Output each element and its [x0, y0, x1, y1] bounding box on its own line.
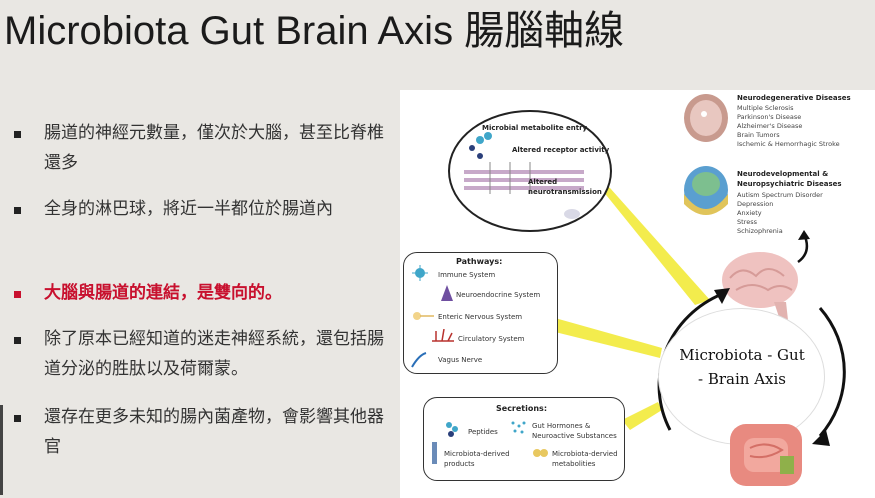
products-icon [432, 442, 437, 464]
bullet-text: 全身的淋巴球，將近一半都位於腸道內 [44, 199, 333, 219]
neurodevelopmental-item: Stress [737, 218, 757, 226]
bullet-item-4: 除了原本已經知道的迷走神經系統，還包括腸道分泌的胜肽以及荷爾蒙。 [14, 324, 384, 384]
products-label-2: products [444, 460, 475, 468]
pathway-item: Enteric Nervous System [438, 313, 523, 321]
hormones-label-2: Neuroactive Substances [532, 432, 617, 440]
neuron-icon [413, 312, 434, 320]
bullet-text: 腸道的神經元數量，僅次於大腦，甚至比脊椎還多 [44, 123, 384, 173]
gut-brain-diagram: Microbial metabolite entry Altered recep… [400, 90, 875, 498]
brain-mri-icon [684, 94, 728, 142]
bullet-item-5: 還存在更多未知的腸內菌產物，會影響其他器官 [14, 402, 384, 462]
neurodegenerative-item: Ischemic & Hemorrhagic Stroke [737, 140, 840, 148]
neurodegenerative-item: Brain Tumors [737, 131, 780, 139]
metabolites-label-2: metabolities [552, 460, 596, 468]
axis-center-line-1: Microbiota - Gut [679, 346, 805, 364]
peptides-label: Peptides [468, 428, 498, 436]
receptor-activity-label: Altered receptor activity [512, 146, 610, 154]
peptide-icon [446, 422, 458, 437]
bullet-item-1: 腸道的神經元數量，僅次於大腦，甚至比脊椎還多 [14, 118, 384, 178]
bullet-square-icon [14, 291, 21, 298]
neurodegenerative-title: Neurodegenerative Diseases [737, 94, 851, 102]
bullet-square-icon [14, 337, 21, 344]
gland-icon [441, 285, 453, 301]
bullet-square-icon [14, 131, 21, 138]
pathway-item: Vagus Nerve [438, 356, 483, 364]
metabolites-label-1: Microbiota-dervied [552, 450, 618, 458]
hormone-dots-icon [511, 421, 526, 434]
pathways-title: Pathways: [456, 257, 503, 266]
axis-center-line-2: - Brain Axis [698, 370, 786, 388]
neurodegenerative-item: Alzheimer's Disease [737, 122, 803, 130]
slide-title: Microbiota Gut Brain Axis 腸腦軸線 [4, 9, 625, 53]
pathways-panel: Pathways: Immune System Neuroendocrine S… [403, 252, 558, 374]
immune-cell-icon [412, 265, 428, 281]
neurodevelopmental-item: Autism Spectrum Disorder [737, 191, 823, 199]
brain-map-icon [684, 166, 728, 215]
bullet-text: 除了原本已經知道的迷走神經系統，還包括腸道分泌的胜肽以及荷爾蒙。 [44, 329, 384, 379]
bullet-text: 大腦與腸道的連結，是雙向的。 [44, 283, 282, 303]
blood-vessel-icon [432, 329, 454, 342]
pathway-item: Immune System [438, 271, 496, 279]
hormones-label-1: Gut Hormones & [532, 422, 591, 430]
neurodegenerative-item: Parkinson's Disease [737, 113, 802, 121]
neurodevelopmental-title-2: Neuropsychiatric Diseases [737, 180, 842, 188]
intestine-icon [730, 424, 802, 486]
metabolite-icon [533, 449, 548, 457]
bullet-square-icon [14, 415, 21, 422]
metabolite-entry-label: Microbial metabolite entry [482, 124, 588, 132]
altered-label: Altered [528, 178, 558, 186]
pathway-item: Neuroendocrine System [456, 291, 541, 299]
neurodevelopmental-title-1: Neurodevelopmental & [737, 170, 829, 178]
bullet-text: 還存在更多未知的腸內菌產物，會影響其他器官 [44, 407, 384, 457]
axis-center-circle [658, 308, 825, 445]
neurotransmission-label: neurotransmission [528, 188, 602, 196]
metabolite-bubble: Microbial metabolite entry Altered recep… [448, 110, 612, 232]
secretions-title: Secretions: [496, 404, 548, 413]
left-accent-bar [0, 405, 3, 495]
neurodevelopmental-item: Anxiety [737, 209, 762, 217]
receptor-illustration [464, 132, 584, 219]
secretions-panel: Secretions: Peptides Gut Hormones & Neur… [423, 397, 625, 481]
bullet-item-2: 全身的淋巴球，將近一半都位於腸道內 [14, 194, 384, 224]
products-label-1: Microbiota-derived [444, 450, 510, 458]
light-rays [555, 175, 710, 430]
brain-icon [722, 252, 798, 320]
bullet-square-icon [14, 207, 21, 214]
small-curve-arrow-icon [797, 230, 810, 264]
neurodevelopmental-item: Depression [737, 200, 774, 208]
bullet-item-3: 大腦與腸道的連結，是雙向的。 [14, 278, 384, 308]
axis-center-label: Microbiota - Gut - Brain Axis [662, 343, 822, 391]
pathway-item: Circulatory System [458, 335, 525, 343]
neurodegenerative-item: Multiple Sclerosis [737, 104, 794, 112]
nerve-icon [411, 352, 427, 368]
neurodevelopmental-item: Schizophrenia [737, 227, 783, 235]
